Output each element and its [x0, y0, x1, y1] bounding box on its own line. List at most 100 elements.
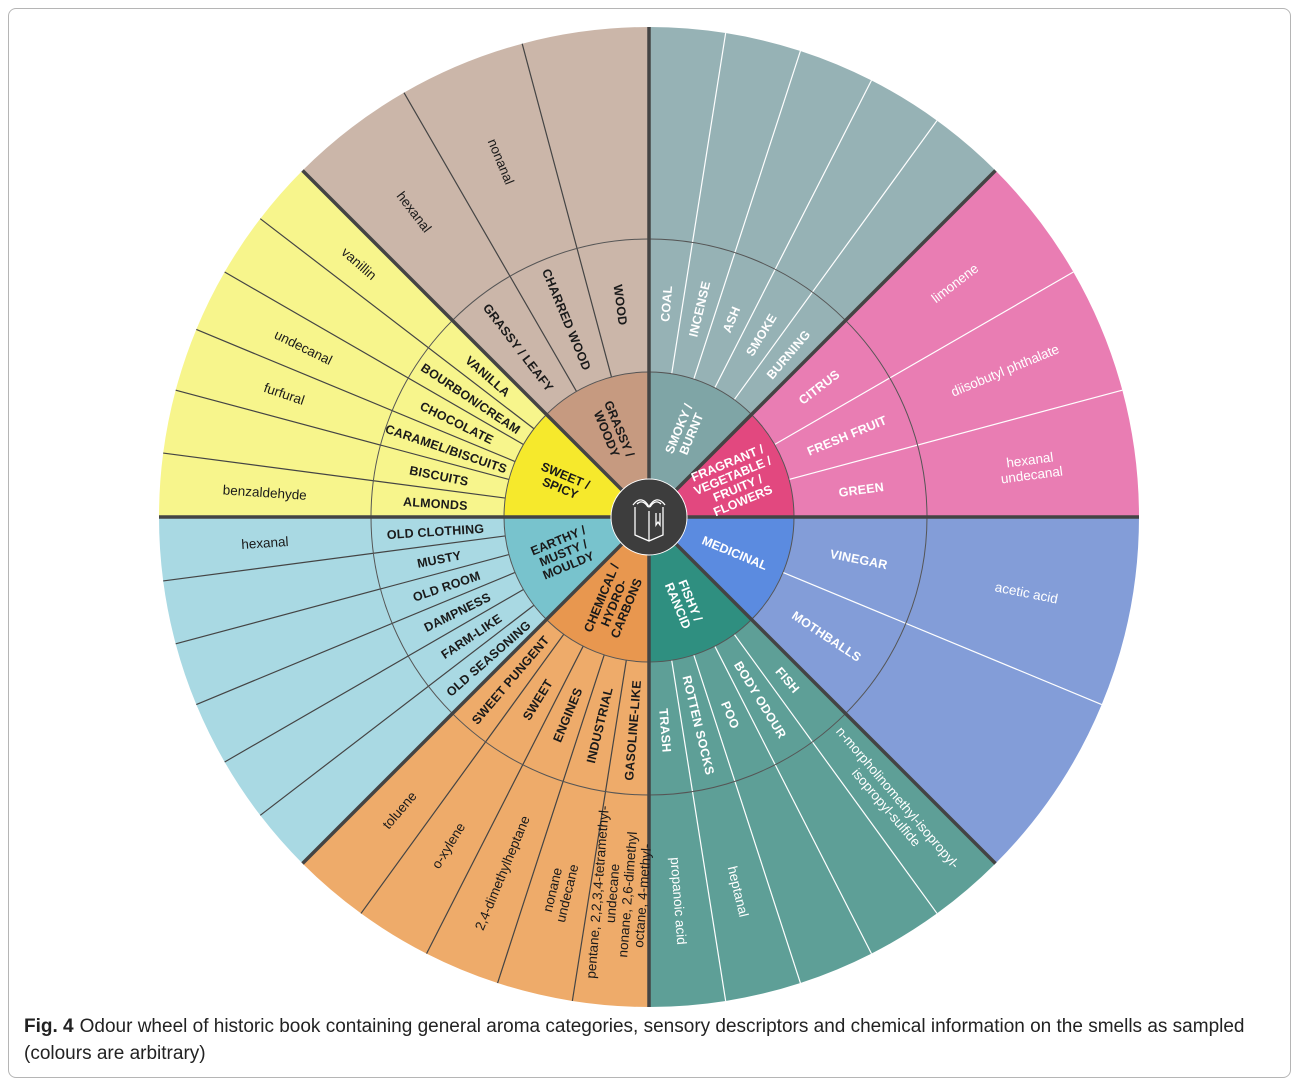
category-segment[interactable]	[504, 517, 623, 620]
chemical-segment[interactable]	[812, 120, 996, 321]
chemical-segment[interactable]	[360, 741, 523, 954]
descriptor-label-line: COAL	[658, 285, 675, 322]
descriptor-segment[interactable]	[649, 239, 693, 374]
descriptor-segment[interactable]	[428, 320, 547, 429]
descriptor-label: TRASH	[656, 708, 673, 753]
descriptor-label-line: ALMONDS	[403, 495, 468, 513]
chemical-segment[interactable]	[812, 713, 996, 914]
chemical-segment[interactable]	[889, 272, 1123, 446]
chemical-segment[interactable]	[163, 390, 381, 481]
chemical-segment[interactable]	[302, 92, 510, 321]
chemical-segment[interactable]	[175, 329, 393, 446]
category-segment[interactable]	[675, 414, 794, 517]
descriptor-segment[interactable]	[408, 589, 534, 687]
category-divider	[674, 542, 997, 865]
subdivision-line	[163, 452, 506, 499]
descriptor-segment[interactable]	[605, 660, 649, 795]
chemical-segment[interactable]	[572, 791, 649, 1007]
category-divider	[674, 169, 997, 492]
chemical-label-line: propanoic acid	[667, 857, 689, 946]
subdivision-line	[671, 660, 727, 1002]
category-divider	[301, 169, 624, 492]
descriptor-segment[interactable]	[392, 378, 524, 462]
descriptor-segment[interactable]	[693, 646, 776, 782]
open-book-icon	[632, 499, 666, 542]
descriptor-segment[interactable]	[428, 605, 547, 714]
subdivision-line	[196, 571, 516, 706]
descriptor-segment[interactable]	[408, 347, 534, 445]
descriptor-label: COAL	[658, 285, 675, 322]
chemical-segment[interactable]	[159, 453, 374, 517]
descriptor-segment[interactable]	[693, 252, 776, 388]
descriptor-segment[interactable]	[522, 646, 605, 782]
chemical-segment[interactable]	[497, 781, 606, 1001]
subdivision-line	[196, 328, 516, 463]
chemical-segment[interactable]	[426, 764, 564, 984]
descriptor-segment[interactable]	[452, 276, 577, 415]
chemical-segment[interactable]	[196, 623, 409, 762]
descriptor-segment[interactable]	[371, 517, 506, 554]
subdivision-line	[733, 120, 938, 401]
chemical-segment[interactable]	[159, 517, 374, 581]
chemical-segment[interactable]	[775, 741, 938, 954]
category-group	[302, 27, 649, 491]
chemical-segment[interactable]	[163, 553, 381, 644]
subdivision-line	[360, 633, 565, 914]
chemical-segment[interactable]	[775, 80, 938, 293]
descriptor-segment[interactable]	[380, 554, 516, 624]
descriptor-label-line: GREEN	[838, 480, 885, 500]
chemical-segment[interactable]	[917, 390, 1139, 517]
subdivision-line	[224, 271, 524, 446]
descriptor-segment[interactable]	[782, 517, 927, 624]
descriptor-segment[interactable]	[577, 239, 649, 377]
chemical-segment[interactable]	[196, 272, 409, 411]
chemical-label-line: benzaldehyde	[222, 482, 307, 502]
descriptor-label: ALMONDS	[403, 495, 468, 513]
chemical-segment[interactable]	[404, 43, 578, 277]
descriptor-segment[interactable]	[392, 572, 524, 656]
chemical-segment[interactable]	[845, 170, 1074, 378]
chemical-segment[interactable]	[845, 623, 1102, 864]
subdivision-line	[224, 588, 524, 763]
category-segment[interactable]	[649, 372, 752, 491]
chemical-label-line: hexanal	[1005, 449, 1054, 470]
descriptor-segment[interactable]	[380, 410, 516, 480]
chemical-segment[interactable]	[224, 218, 429, 378]
category-group	[675, 170, 1139, 517]
chemical-segment[interactable]	[692, 781, 801, 1001]
descriptor-label: WOOD	[611, 284, 630, 327]
descriptor-label-line: TRASH	[656, 708, 673, 753]
descriptor-segment[interactable]	[371, 480, 506, 517]
chemical-label: benzaldehyde	[222, 482, 307, 502]
descriptor-segment[interactable]	[751, 320, 890, 445]
descriptor-segment[interactable]	[734, 619, 846, 742]
descriptor-segment[interactable]	[789, 445, 927, 517]
chemical-segment[interactable]	[224, 656, 429, 816]
chemical-segment[interactable]	[649, 27, 726, 243]
chemical-segment[interactable]	[734, 50, 872, 270]
descriptor-segment[interactable]	[714, 634, 813, 765]
chemical-segment[interactable]	[260, 170, 453, 348]
chemical-segment[interactable]	[692, 33, 801, 253]
category-group	[159, 170, 623, 517]
category-segment[interactable]	[546, 543, 649, 662]
descriptor-segment[interactable]	[714, 269, 813, 400]
chemical-segment[interactable]	[175, 588, 393, 705]
subdivision-line	[426, 645, 584, 954]
chemical-segment[interactable]	[905, 517, 1139, 705]
descriptor-label: GREEN	[838, 480, 885, 500]
descriptor-segment[interactable]	[649, 660, 693, 796]
descriptor-segment[interactable]	[485, 634, 584, 765]
chemical-segment[interactable]	[734, 764, 872, 984]
chemical-segment[interactable]	[649, 791, 726, 1007]
chemical-segment[interactable]	[522, 27, 649, 249]
chemical-segment[interactable]	[302, 713, 486, 914]
category-segment[interactable]	[675, 517, 794, 620]
descriptor-segment[interactable]	[734, 292, 846, 415]
category-segment[interactable]	[546, 372, 649, 491]
category-segment[interactable]	[649, 543, 752, 662]
category-segment[interactable]	[504, 414, 623, 517]
chemical-segment[interactable]	[260, 686, 453, 864]
subdivision-line	[693, 50, 801, 380]
descriptor-segment[interactable]	[452, 619, 564, 742]
